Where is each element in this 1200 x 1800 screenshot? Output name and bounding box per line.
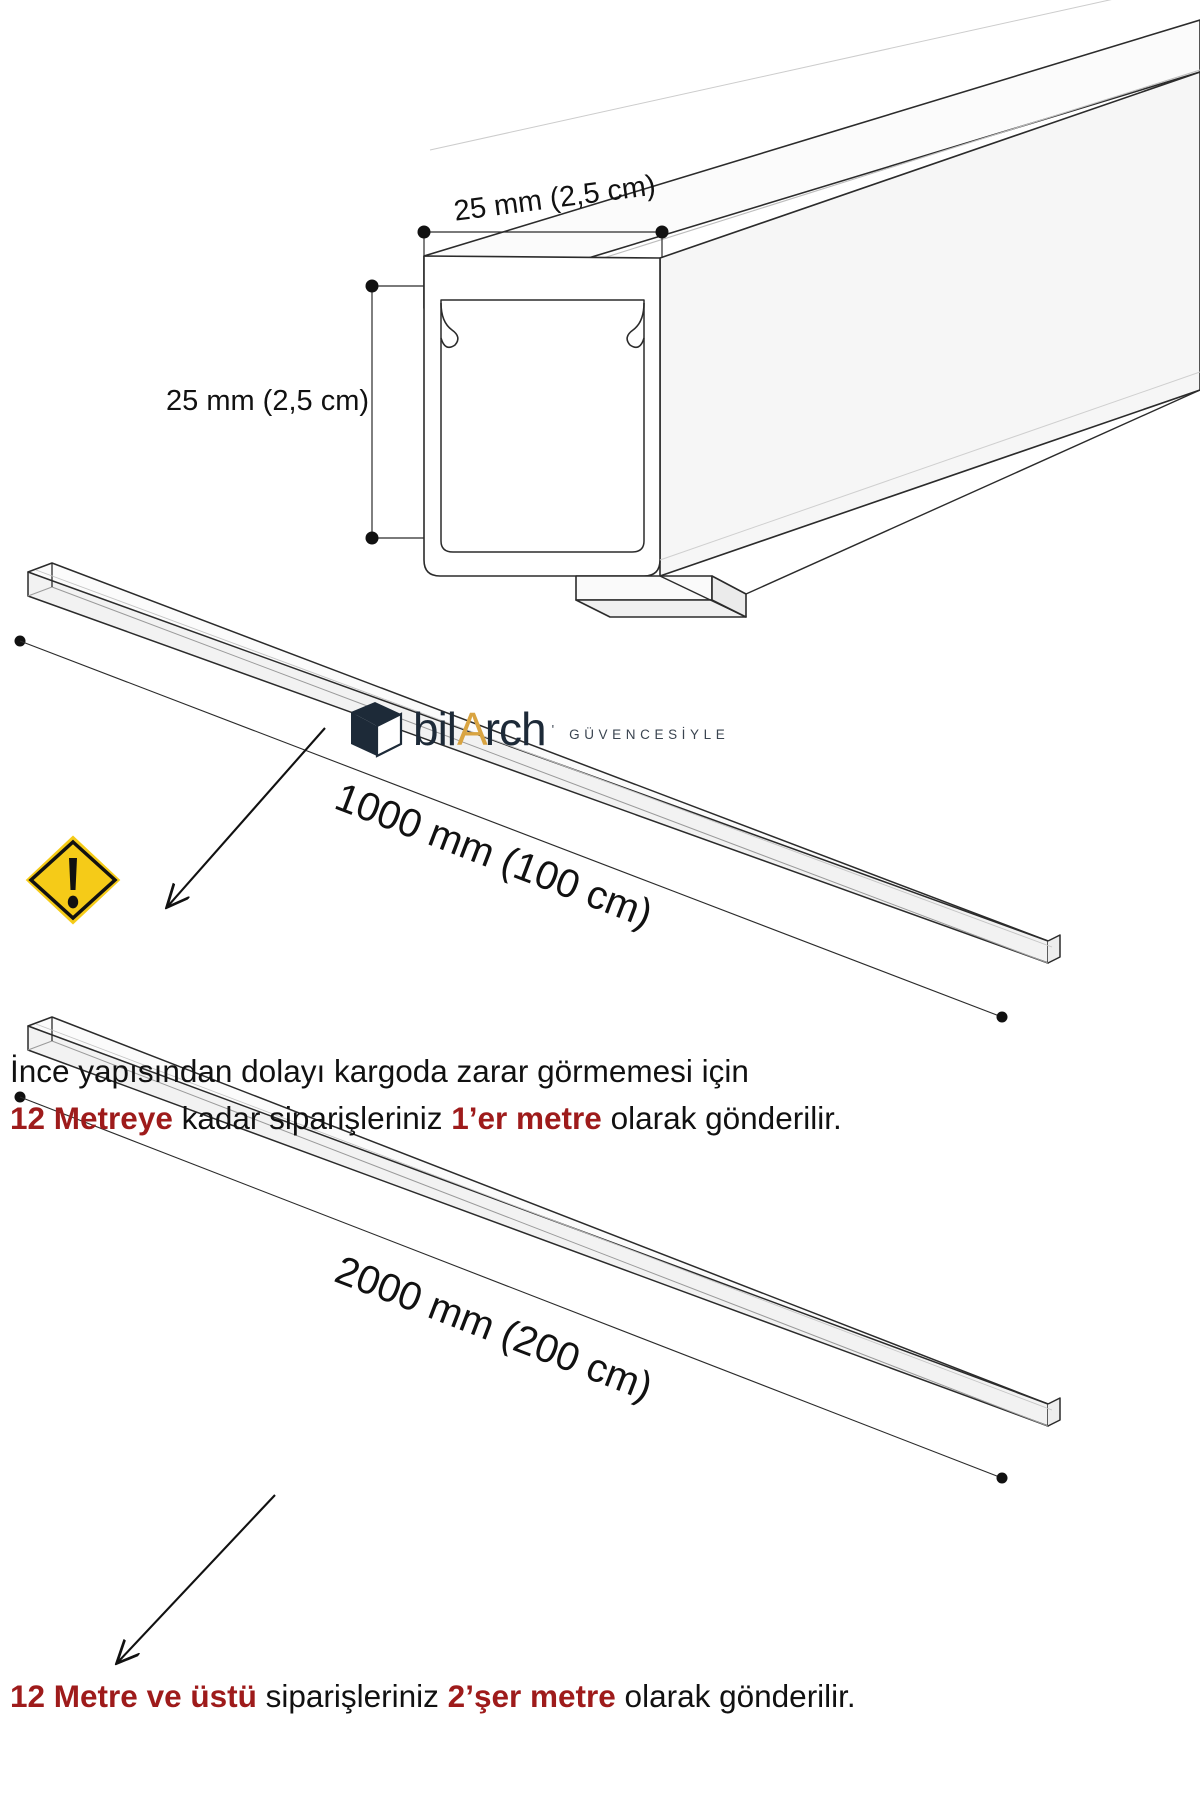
length-leader-2000 [14, 1091, 1008, 1484]
length-arrow-1000 [168, 727, 326, 906]
logo-a-accent: A [457, 703, 488, 755]
note1-text-2: olarak gönderilir. [601, 1100, 842, 1136]
warning-triangle-icon [18, 828, 128, 932]
length-bar-1000mm [27, 562, 1061, 964]
shipping-note-2: 12 Metre ve üstü siparişleriniz 2’şer me… [10, 1678, 856, 1715]
note2-text-2: olarak gönderilir. [615, 1678, 856, 1714]
cube-icon [351, 702, 403, 758]
note1-emphasis-1: 12 Metreye [10, 1100, 173, 1136]
logo-tagline: GÜVENCESİYLE [569, 726, 730, 742]
note2-emphasis-1: 12 Metre ve üstü [10, 1678, 257, 1714]
dimension-height [365, 279, 424, 545]
note1-text-1: kadar siparişleriniz [172, 1100, 452, 1136]
length-leader-1000 [14, 635, 1008, 1023]
brand-logo: bil A rch ' GÜVENCESİYLE [345, 700, 729, 758]
shipping-note-1-line-1: İnce yapısından dolayı kargoda zarar gör… [10, 1053, 749, 1089]
logo-bil: bil [413, 703, 457, 755]
note1-emphasis-2: 1’er metre [451, 1100, 602, 1136]
logo-tick: ' [551, 721, 555, 737]
length-arrow-2000 [118, 1494, 276, 1662]
shipping-note-1-line-2: 12 Metreye kadar siparişleriniz 1’er met… [10, 1100, 842, 1137]
logo-wordmark: bil A rch [413, 702, 547, 756]
height-dimension-label: 25 mm (2,5 cm) [166, 385, 370, 417]
logo-rch: rch [484, 703, 547, 755]
note2-emphasis-2: 2’şer metre [447, 1678, 616, 1714]
length-bar-2000mm [27, 1016, 1061, 1427]
dimension-width [417, 225, 669, 258]
note2-text-1: siparişleriniz [256, 1678, 448, 1714]
trunking-body-3d [423, 0, 1200, 618]
